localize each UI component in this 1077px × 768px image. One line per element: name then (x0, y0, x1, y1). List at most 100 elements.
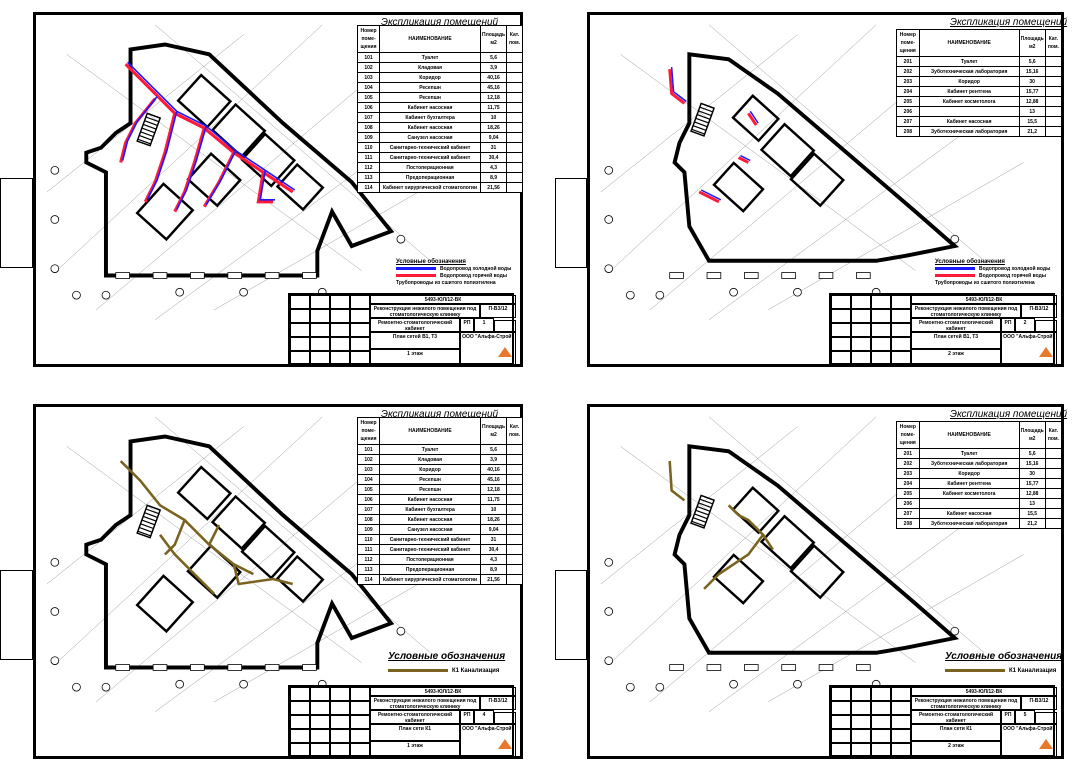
axis-bubble (604, 166, 614, 175)
room-category (506, 544, 523, 555)
room-number: 111 (356, 152, 381, 163)
title-block-grid-cell (330, 687, 350, 701)
room-area: 31 (480, 142, 508, 153)
title-block-org: ООО "Альфа-Строй" (460, 332, 516, 365)
legend-row: Трубопроводы из сшитого полиэтилена (396, 280, 511, 286)
room-name: Кабинет бухгалтера (379, 112, 482, 123)
title-block-grid-cell (290, 309, 310, 323)
grid-line (620, 54, 916, 271)
room-name: Кабинет рентгена (918, 478, 1020, 489)
interior-room (240, 132, 297, 188)
legend-label: К1 Канализация (452, 668, 500, 674)
stair-step (695, 509, 709, 516)
title-block-plan: План сети К1 (370, 724, 460, 741)
window-opening (669, 272, 684, 279)
window-opening (190, 664, 205, 671)
outer-wall (672, 444, 960, 655)
title-block-grid-cell (831, 715, 851, 729)
room-area: 10 (480, 504, 508, 515)
legend-row: К1 Канализация (945, 668, 1062, 674)
company-logo-icon (498, 739, 512, 749)
axis-bubble (101, 682, 111, 692)
floor-plan-2 (600, 24, 1024, 320)
axis-bubble (101, 290, 111, 300)
stair-step (144, 512, 158, 518)
legend-row: Водопровод холодной воды (396, 266, 511, 272)
stair-step (696, 114, 711, 120)
title-block-grid-cell (871, 309, 891, 323)
room-category (506, 52, 523, 63)
title-block-desc: Реконструкция нежилого помещения под сто… (370, 696, 480, 710)
title-block-grid-cell (851, 701, 871, 715)
room-name: Зуботехническая лаборатория (918, 458, 1020, 469)
header-num: Номер поме-щения (896, 421, 920, 449)
title-block-grid-cell (310, 337, 330, 351)
title-block-grid-cell (330, 337, 350, 351)
room-number: 207 (896, 116, 920, 127)
stair-frame (690, 494, 716, 529)
title-block-grid-cell (891, 309, 911, 323)
title-block-grid-cell (310, 729, 330, 743)
axis-bubble (175, 287, 185, 297)
title-block-stage: РП (1001, 318, 1015, 332)
title-block-grid-cell (871, 295, 891, 309)
room-category (506, 112, 523, 123)
blank-cell (1035, 712, 1057, 724)
title-block-grid-cell (290, 323, 310, 337)
room-number: 112 (356, 162, 381, 173)
room-name: Туалет (379, 444, 482, 455)
pipe-network (119, 460, 294, 595)
axis-bubble (729, 287, 738, 297)
room-name: Кабинет насосная (918, 116, 1020, 127)
title-block-grid-cell (831, 295, 851, 309)
title-block-grid-cell (891, 337, 911, 351)
room-number: 202 (896, 458, 920, 469)
stair-step (699, 498, 713, 505)
room-number: 201 (896, 448, 920, 459)
title-block-grid-cell (330, 295, 350, 309)
title-block-grid-cell (350, 323, 370, 337)
room-area: 11,75 (480, 494, 508, 505)
title-block-plan: План сетей В1, Т3 (370, 332, 460, 349)
room-number: 113 (356, 172, 381, 183)
stair-step (137, 530, 151, 537)
cold-water-pipe (259, 170, 276, 201)
room-name: Кабинет насосная (379, 494, 482, 505)
binding-strip-2 (555, 178, 587, 268)
room-number: 108 (356, 514, 381, 525)
room-category (1044, 478, 1063, 489)
title-block-org: ООО "Альфа-Строй" (1001, 724, 1057, 757)
title-block-stage: РП (1001, 710, 1015, 724)
grid-line (600, 34, 798, 193)
title-block-grid-cell (851, 337, 871, 351)
room-category (1044, 448, 1063, 459)
hot-water-pipe (124, 63, 294, 194)
room-number: 203 (896, 76, 920, 87)
title-block-grid-cell (330, 351, 350, 365)
room-area: 21,56 (480, 574, 508, 585)
legend-row: К1 Канализация (388, 668, 505, 674)
room-number: 113 (356, 564, 381, 575)
room-category (1044, 508, 1063, 519)
title-block-grid-cell (310, 351, 330, 365)
interior-room (240, 524, 297, 580)
room-category (1044, 518, 1063, 529)
legend-label: Водопровод холодной воды (440, 266, 512, 272)
title-block-cat: П-ВЗ/12 (1021, 304, 1057, 318)
room-area: 15,16 (1018, 458, 1046, 469)
sewer-pipe (703, 513, 765, 590)
header-name: НАИМЕНОВАНИЕ (379, 25, 482, 53)
room-area: 12,88 (1018, 96, 1046, 107)
stair-step (140, 523, 154, 530)
stair-frame (136, 112, 162, 147)
title-block-grid-cell (851, 729, 871, 743)
header-area: Площадь м2 (1018, 421, 1046, 449)
